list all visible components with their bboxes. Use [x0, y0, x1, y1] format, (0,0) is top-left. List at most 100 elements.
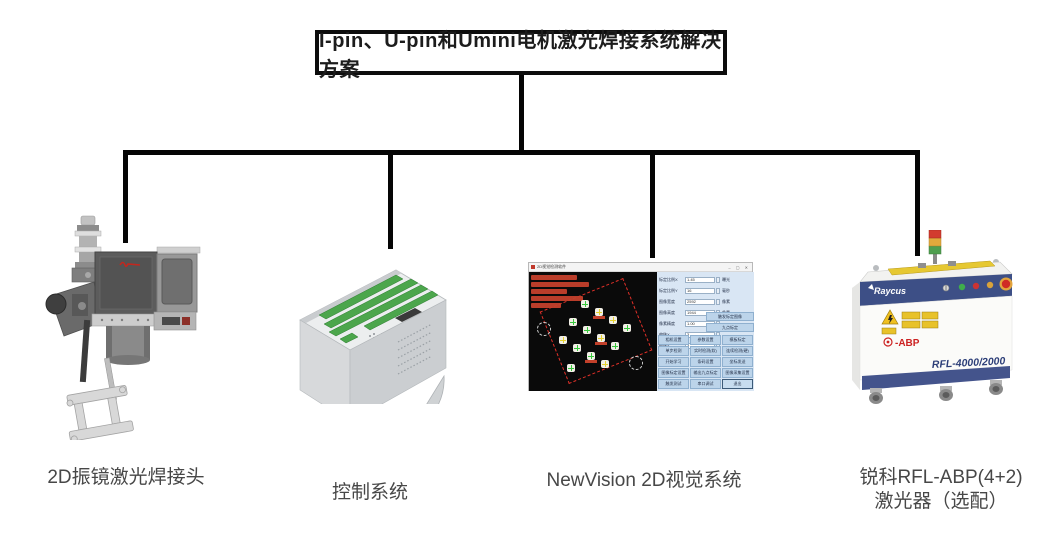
- indicator-green: [958, 283, 966, 291]
- signal-tower: [928, 230, 942, 264]
- vision-button: 触发测试: [658, 379, 689, 389]
- abp-mark: -ABP: [883, 337, 920, 349]
- vision-field-row: 图像宽度 2592 像素: [659, 296, 752, 307]
- vision-field-row: 标定比例X 1.45 曝光: [659, 274, 752, 285]
- svg-text:-ABP: -ABP: [895, 338, 920, 349]
- caption-control-system: 控制系统: [331, 482, 408, 503]
- vision-button: 相机设置: [658, 335, 689, 345]
- pin-blob: [609, 316, 617, 324]
- front-top-band: [860, 274, 1012, 306]
- vision-button: 参数设置: [690, 335, 721, 345]
- vision-button: 串口调试: [690, 379, 721, 389]
- vent-holes: [397, 323, 433, 375]
- indicator-amber: [986, 281, 994, 289]
- lifting-eye: [873, 265, 879, 271]
- pin-blob: [585, 352, 597, 363]
- caption-welding-head: 2D振镜激光焊接头: [47, 467, 205, 488]
- laser-cabinet: Raycus -ABP RF: [852, 259, 1013, 404]
- mount-bracket: [426, 374, 445, 404]
- pin-blob: [611, 342, 619, 350]
- pin-blob: [569, 318, 577, 326]
- vision-window-title: 2D视觉检测软件: [537, 264, 567, 269]
- field-input: 1.45: [685, 276, 715, 283]
- pin-blob: [567, 364, 575, 372]
- field-input: 16: [685, 287, 715, 294]
- bottom-trim: [862, 366, 1010, 390]
- warning-labels: [881, 309, 939, 335]
- pin-label: [585, 360, 597, 363]
- field-unit-label: 像素: [722, 298, 730, 304]
- raycus-logo: Raycus: [874, 286, 906, 296]
- terminal-strip: [323, 278, 419, 329]
- vision-button: 输出九点标定: [690, 368, 721, 378]
- fiducial-circle: [537, 322, 551, 336]
- vision-button: 实时检测(软): [690, 346, 721, 356]
- pin-blob: [559, 336, 567, 344]
- field-label: 标定比例Y: [659, 287, 678, 293]
- field-unit-label: 曝光: [722, 276, 730, 282]
- vision-button: 单步检测: [658, 346, 689, 356]
- vision-button: 条码设置: [690, 357, 721, 367]
- vision-button: 退出: [722, 379, 753, 389]
- field-label: 标定比例X: [659, 276, 678, 282]
- vision-button-grid: 相机设置参数设置模板标定单步检测实时检测(软)连续检测(硬) 开始学习条码设置坐标…: [658, 335, 753, 389]
- head-base: [91, 311, 197, 331]
- fiducial-circle: [629, 356, 643, 370]
- field-label: 图像宽度: [659, 298, 675, 304]
- pin-label: [593, 316, 605, 319]
- pin-label: [595, 342, 607, 345]
- field-spinner: [716, 276, 720, 283]
- app-icon: [531, 265, 535, 269]
- casters: [869, 380, 1003, 404]
- display-panel: [395, 308, 422, 322]
- galvo-main-box: [94, 246, 201, 315]
- connector-drop-3: [650, 150, 655, 258]
- vision-button: 图像标定设置: [658, 368, 689, 378]
- controller-box: [299, 269, 447, 404]
- vision-button: 连续检测(硬): [722, 346, 753, 356]
- vision-button: 坐标发送: [722, 357, 753, 367]
- camera-image-panel: [529, 272, 657, 391]
- brand-logo-mark: [119, 261, 141, 268]
- field-input: 2592: [685, 298, 715, 305]
- field-unit-label: 毫秒: [722, 287, 730, 293]
- caption-laser-source: 锐科RFL-ABP(4+2) 激光器（选配）: [859, 467, 1023, 512]
- indicator-red: [972, 282, 980, 290]
- window-controls: ‒ ▢ ✕: [728, 264, 750, 270]
- clamp-fixture: [66, 385, 134, 440]
- terminal-strip: [318, 274, 404, 320]
- vision-button: 模板标定: [722, 335, 753, 345]
- pin-blob: [583, 326, 591, 334]
- laser-model: RFL-4000/2000: [932, 355, 1006, 371]
- connector-drop-1: [123, 150, 128, 243]
- connector-hbar: [123, 150, 920, 155]
- control-system-image: [299, 269, 447, 404]
- pin-blob: [581, 300, 589, 308]
- field-spinner: [716, 287, 720, 294]
- lens-barrel: [106, 326, 150, 365]
- field-label: 像素精度: [659, 320, 675, 326]
- vision-titlebar: 2D视觉检测软件 ‒ ▢ ✕: [529, 263, 752, 272]
- connector-drop-4: [915, 150, 920, 256]
- pin-blob: [601, 360, 609, 368]
- terminal-strip: [363, 290, 439, 331]
- diagram-title: I-pin、U-pin和Umini电机激光焊接系统解决方案: [319, 29, 722, 81]
- connector-drop-2: [388, 150, 393, 249]
- vision-button: 开始学习: [658, 357, 689, 367]
- pin-blob: [573, 344, 581, 352]
- estop-button: [1001, 279, 1011, 289]
- vision-wide-button-1: 触发标定图像: [706, 312, 754, 321]
- log-bar: [531, 282, 589, 287]
- caption-vision-system: NewVision 2D视觉系统: [546, 470, 742, 491]
- terminal-strip: [328, 284, 429, 337]
- vision-button: 图像采集设置: [722, 368, 753, 378]
- title-box: I-pin、U-pin和Umini电机激光焊接系统解决方案: [315, 30, 727, 81]
- pin-blob: [595, 334, 607, 345]
- vision-software-window: 2D视觉检测软件 ‒ ▢ ✕ 标定比例X 1.45 曝光标定比例Y 16 毫秒图像宽度 2…: [528, 262, 754, 391]
- field-label: 图像高度: [659, 309, 675, 315]
- welding-head-image: [45, 215, 201, 440]
- laser-source-image: Raycus -ABP RF: [852, 230, 1013, 404]
- pin-blob: [593, 308, 605, 319]
